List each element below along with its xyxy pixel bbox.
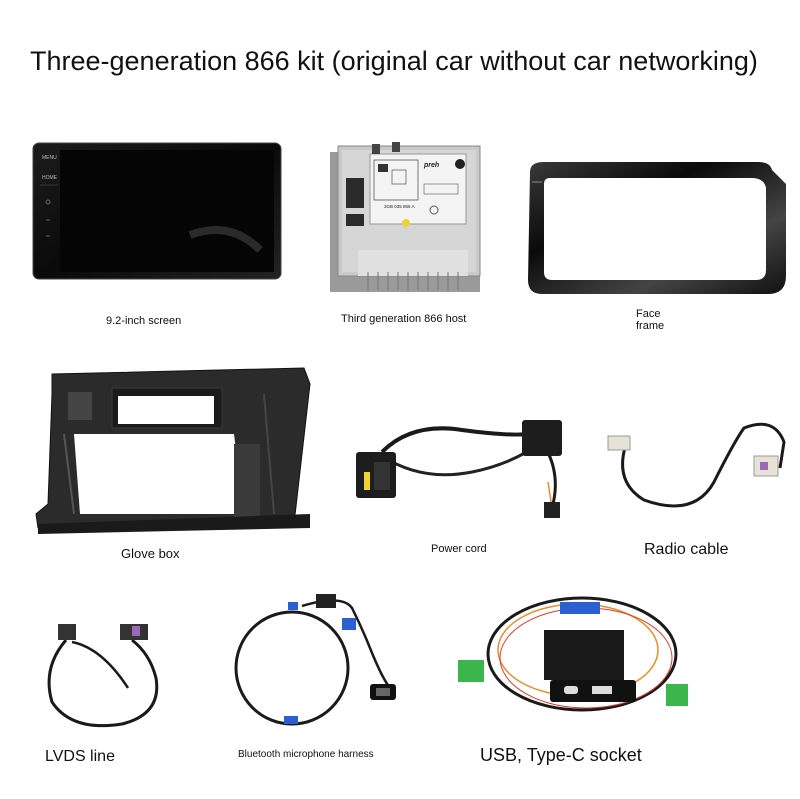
host-image: preh 3GB 035 866 A bbox=[328, 140, 486, 292]
power-cord-image bbox=[352, 412, 582, 522]
screen-image: MENU HOME bbox=[30, 140, 285, 285]
power-cord-label: Power cord bbox=[431, 543, 487, 555]
bt-mic-harness-label: Bluetooth microphone harness bbox=[238, 749, 374, 760]
host-label: Third generation 866 host bbox=[341, 313, 467, 325]
page-title: Three-generation 866 kit (original car w… bbox=[30, 46, 758, 76]
glove-box-label: Glove box bbox=[121, 546, 180, 561]
menu-button-text: MENU bbox=[42, 155, 57, 161]
radio-cable-label: Radio cable bbox=[644, 541, 729, 558]
bt-mic-harness-image bbox=[232, 588, 412, 736]
lvds-line-image bbox=[32, 618, 172, 734]
face-frame-label-2: frame bbox=[636, 320, 665, 332]
usb-socket-image bbox=[452, 588, 692, 726]
face-frame-label-1: Face bbox=[636, 308, 661, 320]
host-part-number: 3GB 035 866 A bbox=[384, 204, 415, 209]
radio-cable-image bbox=[604, 412, 790, 512]
usb-socket-label: USB, Type-C socket bbox=[480, 745, 642, 765]
glove-box-image bbox=[34, 364, 312, 536]
host-brand-text: preh bbox=[424, 162, 440, 169]
face-frame-image bbox=[520, 158, 790, 300]
screen-label: 9.2-inch screen bbox=[106, 315, 182, 327]
lvds-line-label: LVDS line bbox=[45, 748, 115, 765]
home-button-text: HOME bbox=[42, 175, 57, 181]
